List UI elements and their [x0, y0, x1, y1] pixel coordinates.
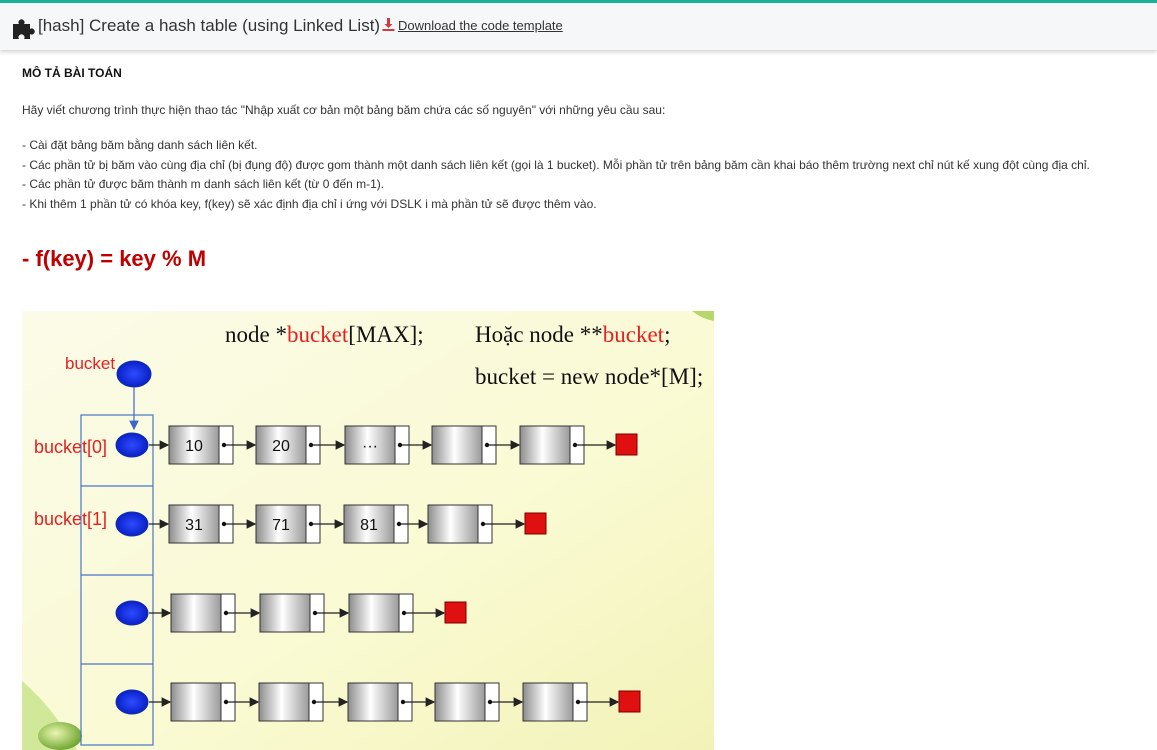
list-node-data [259, 593, 311, 633]
list-node-data [168, 504, 220, 544]
code-declaration: node *bucket[MAX]; [225, 322, 424, 347]
null-terminator [524, 512, 547, 535]
requirement-item: - Khi thêm 1 phần tử có khóa key, f(key)… [22, 196, 597, 211]
next-pointer-dot [308, 521, 314, 527]
problem-description: MÔ TẢ BÀI TOÁN Hãy viết chương trình thự… [22, 66, 1137, 214]
next-pointer-dot [397, 442, 403, 448]
null-terminator [444, 601, 467, 624]
bucket-head-node [115, 432, 149, 458]
bucket-head-node [115, 689, 149, 715]
bucket-label: bucket [65, 354, 115, 373]
bucket-head-node [115, 511, 149, 537]
node-value: 10 [185, 438, 203, 455]
list-node-data [168, 425, 220, 465]
download-label: Download the code template [398, 18, 563, 33]
bucket-array [80, 414, 154, 746]
requirements-list: - Cài đặt bảng băm bằng danh sách liên k… [22, 136, 1137, 214]
hash-table-diagram: node *bucket[MAX]; Hoặc node **bucket; b… [22, 311, 714, 750]
list-node-data [255, 425, 307, 465]
list-node-data [431, 425, 483, 465]
puzzle-icon [13, 19, 35, 39]
requirement-item: - Các phần tử bị băm vào cùng địa chỉ (b… [22, 157, 1090, 172]
list-node-data [344, 425, 396, 465]
list-node-data [348, 593, 400, 633]
download-icon [382, 18, 395, 31]
requirement-item: - Cài đặt bảng băm bằng danh sách liên k… [22, 138, 258, 152]
bucket-head-node [115, 600, 149, 626]
hash-formula: - f(key) = key % M [22, 246, 207, 271]
list-node-data [434, 682, 486, 722]
node-value: 31 [185, 517, 203, 534]
next-pointer-dot [223, 699, 229, 705]
next-pointer-dot [311, 699, 317, 705]
next-pointer-dot [572, 442, 578, 448]
node-value: 20 [272, 438, 290, 455]
next-pointer-dot [308, 442, 314, 448]
next-pointer-dot [400, 699, 406, 705]
next-pointer-dot [480, 521, 486, 527]
bucket-chains: 10 20 ··· 31 71 81 [115, 425, 641, 722]
list-node-data [347, 682, 399, 722]
list-node-data [522, 682, 574, 722]
intro-text: Hãy viết chương trình thực hiện thao tác… [22, 103, 666, 117]
next-pointer-dot [487, 699, 493, 705]
requirement-item: - Các phần tử được băm thành m danh sách… [22, 177, 385, 191]
list-node-data [343, 504, 395, 544]
list-node-data [519, 425, 571, 465]
list-node-data [258, 682, 310, 722]
header-bar: [hash] Create a hash table (using Linked… [0, 0, 1157, 50]
node-value: ··· [362, 438, 378, 455]
next-pointer-dot [223, 610, 229, 616]
bucket0-label: bucket[0] [34, 437, 107, 457]
null-terminator [618, 690, 641, 713]
node-value: 71 [272, 517, 290, 534]
leaf-decoration [38, 722, 82, 750]
page-title: [hash] Create a hash table (using Linked… [38, 16, 381, 35]
next-pointer-dot [575, 699, 581, 705]
next-pointer-dot [221, 521, 227, 527]
bucket1-label: bucket[1] [34, 509, 107, 529]
bucket-pointer-node [116, 360, 152, 388]
next-pointer-dot [401, 610, 407, 616]
next-pointer-dot [484, 442, 490, 448]
section-heading: MÔ TẢ BÀI TOÁN [22, 66, 122, 80]
list-node-data [170, 682, 222, 722]
node-value: 81 [360, 517, 378, 534]
code-alternative: Hoặc node **bucket; [475, 322, 670, 347]
next-pointer-dot [396, 521, 402, 527]
null-terminator [615, 433, 638, 456]
list-node-data [255, 504, 307, 544]
code-allocation: bucket = new node*[M]; [475, 364, 703, 389]
list-node-data [170, 593, 222, 633]
list-node-data [427, 504, 479, 544]
next-pointer-dot [312, 610, 318, 616]
next-pointer-dot [221, 442, 227, 448]
download-template-link[interactable]: Download the code template [382, 18, 563, 33]
